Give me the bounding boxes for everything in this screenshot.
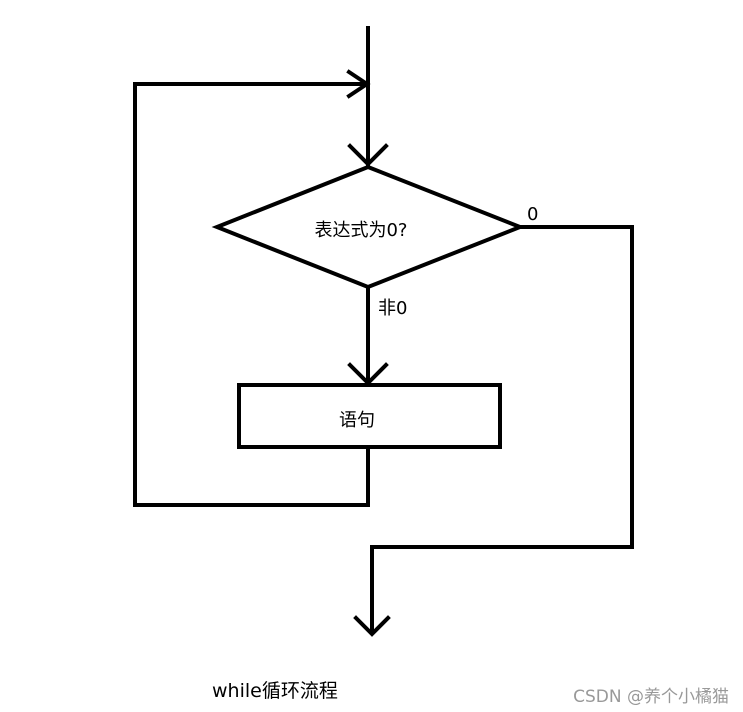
nonzero-branch-label: 非0	[378, 298, 407, 319]
zero-branch-label: 0	[527, 204, 538, 225]
condition-label: 表达式为0?	[314, 220, 407, 241]
loop-back-arrowhead	[346, 69, 371, 99]
exit-line	[370, 225, 634, 634]
diagram-caption: while循环流程	[212, 680, 338, 702]
entry-arrowhead	[347, 143, 389, 167]
statement-label: 语句	[339, 410, 375, 431]
exit-arrowhead	[353, 615, 391, 637]
csdn-watermark: CSDN @养个小橘猫	[573, 687, 729, 707]
loop-back-line	[133, 82, 370, 507]
statement-box	[237, 383, 502, 449]
